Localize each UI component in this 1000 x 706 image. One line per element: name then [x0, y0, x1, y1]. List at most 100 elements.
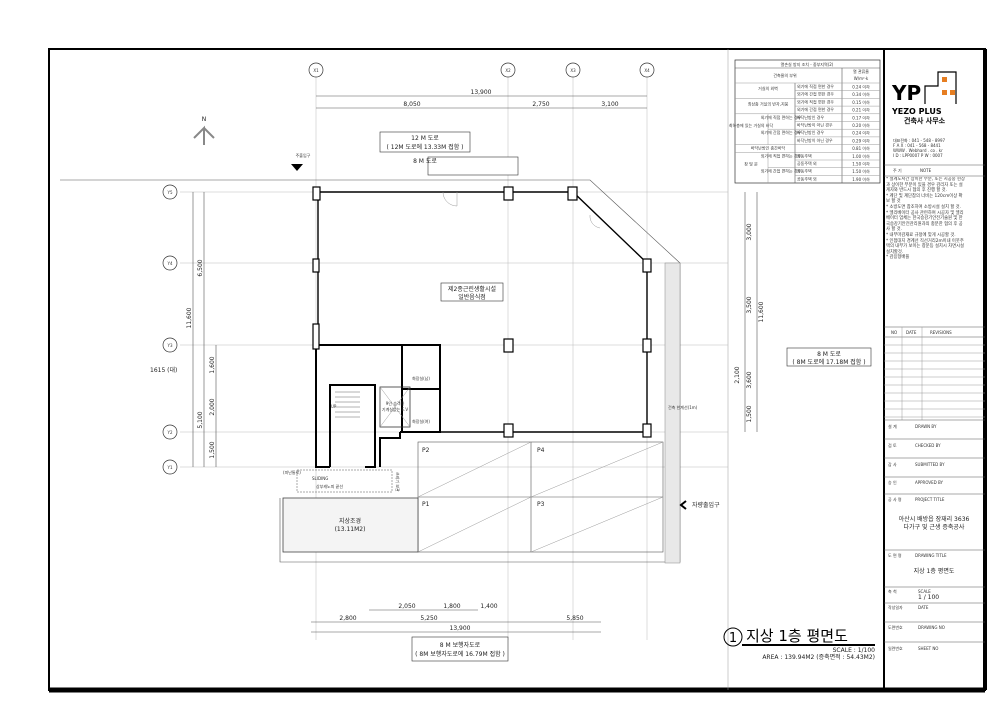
- svg-text:주 기: 주 기: [893, 167, 902, 173]
- svg-text:2,100: 2,100: [734, 366, 741, 383]
- table-condition-cell: 바닥난방이 아닌 경우: [797, 122, 833, 128]
- note-item: * 인접대지 경계선 직선거리2m이내 이웃주택의 내부가 보이는 창문등 설치…: [886, 238, 964, 255]
- table-condition-cell: 외기에 간접 면한 경우: [797, 106, 834, 112]
- insulation-table: 열손실 방지 조치 - 중부지역(2) 건축물의 부위 열 관류율 W/m²·k…: [729, 59, 881, 184]
- svg-text:승 인: 승 인: [888, 479, 897, 485]
- door-swing: [442, 191, 458, 207]
- road-label: 8 M 도로: [413, 158, 437, 165]
- company-name-kr: 건축사 사무소: [904, 116, 946, 125]
- road-right-label-box: [786, 347, 872, 367]
- table-condition-cell: 외기에 직접 면한 경우: [797, 98, 834, 104]
- room-use-label: 일반음식점: [458, 293, 486, 301]
- grid-bubble-y5: Y5: [162, 184, 178, 200]
- setback-label: 건축 한계선(1m): [668, 404, 698, 410]
- table-condition-cell: 바닥난방이 아닌 경우: [797, 137, 833, 143]
- door-swing: [589, 214, 601, 229]
- vehicle-entrance-arrow-icon: [679, 500, 687, 510]
- svg-text:5,850: 5,850: [566, 615, 583, 622]
- road-bottom-label-box: [411, 636, 509, 662]
- svg-text:1615 (대): 1615 (대): [150, 366, 177, 374]
- svg-text:3,000: 3,000: [746, 223, 753, 240]
- table-condition-cell: 공동주택: [797, 168, 812, 174]
- road-top-label-box: [379, 131, 471, 153]
- table-value-cell: 1.90 이하: [852, 176, 870, 182]
- table-value-cell: 0.17 이하: [852, 114, 870, 120]
- svg-text:3,500: 3,500: [746, 296, 753, 313]
- svg-text:2,750: 2,750: [532, 101, 549, 108]
- table-group-cell: 거실의 외벽: [758, 85, 778, 91]
- grid-label: X4: [644, 68, 650, 73]
- table-value-cell: 0.29 이하: [852, 137, 870, 143]
- svg-text:작성일자: 작성일자: [888, 604, 903, 610]
- grid-label: Y4: [167, 261, 173, 266]
- left-dimensions: 11,600 6,500 5,100 1,600 2,000 1,500 161…: [150, 192, 217, 467]
- svg-text:3,100: 3,100: [601, 101, 618, 108]
- svg-text:NO: NO: [891, 330, 897, 335]
- svg-text:일련번호: 일련번호: [888, 645, 903, 651]
- table-group-cell: 바닥난방인 층간바닥: [751, 145, 786, 151]
- company-logo: YP: [891, 81, 921, 105]
- drawing-title-value: 지상 1층 평면도: [914, 567, 955, 575]
- table-value-cell: 0.15 이하: [852, 99, 870, 105]
- svg-text:1,600: 1,600: [209, 356, 216, 373]
- top-dimensions: 13,900 8,050 2,750 3,100: [316, 89, 647, 109]
- parking-label: P2: [422, 447, 430, 454]
- svg-text:1,800: 1,800: [443, 603, 460, 610]
- elevator: [379, 386, 411, 428]
- table-value-cell: 1.00 이하: [852, 153, 870, 159]
- note-item: * 감응형배플: [886, 255, 910, 261]
- room-use-box: [440, 282, 504, 302]
- north-arrow-icon: N: [193, 116, 215, 145]
- table-condition-cell: 공동주택: [797, 152, 812, 158]
- grid-bubble-x2: X2: [500, 62, 516, 78]
- svg-text:11,600: 11,600: [186, 307, 193, 328]
- table-value-cell: 0.20 이하: [852, 122, 870, 128]
- svg-text:설 계: 설 계: [888, 423, 897, 429]
- table-condition-cell: 외기에 간접 면한 경우: [797, 91, 834, 97]
- svg-text:3,600: 3,600: [746, 371, 753, 388]
- columns: [312, 186, 652, 438]
- table-condition-cell: 외기에 직접 면한 경우: [797, 83, 834, 89]
- svg-text:DATE: DATE: [906, 330, 917, 335]
- grid-bubble-y3: Y3: [162, 337, 178, 353]
- svg-text:축 척: 축 척: [888, 588, 897, 594]
- main-entrance-label: 주출입구: [296, 152, 311, 158]
- stair-up-label: UP: [331, 404, 337, 409]
- svg-text:11,600: 11,600: [758, 301, 765, 322]
- parking-area: P2 P4 P1 P3: [417, 441, 664, 553]
- table-value-cell: 0.24 이하: [852, 84, 870, 90]
- note-item: * 설계도서간 상이한 부분, 또는 시공중 현장과 상이한 부분이 있을 경우…: [886, 177, 965, 194]
- svg-text:PROJECT TITLE: PROJECT TITLE: [915, 497, 945, 502]
- landscape-area: [282, 497, 419, 553]
- svg-text:1,500: 1,500: [746, 405, 753, 422]
- svg-text:W/m²·k: W/m²·k: [854, 76, 869, 81]
- svg-text:감 사: 감 사: [888, 461, 897, 467]
- bottom-dimensions: 2,050 1,800 1,400 2,800 5,250 5,850 13,9…: [311, 603, 601, 633]
- svg-text:DRAWING TITLE: DRAWING TITLE: [915, 553, 947, 558]
- svg-text:DATE: DATE: [918, 605, 929, 610]
- company-name-en: YEZO PLUS: [891, 107, 942, 116]
- svg-text:도면번호: 도면번호: [888, 624, 903, 630]
- svg-text:13,900: 13,900: [471, 89, 492, 96]
- project-title: 아산시 배방읍 장재리 3636: [899, 515, 970, 523]
- svg-text:DRAWN BY: DRAWN BY: [915, 424, 937, 429]
- svg-text:REVISIONS: REVISIONS: [930, 330, 952, 335]
- grid-label: X2: [505, 68, 511, 73]
- contact-phone: 대표전화 : 041 - 548 - 8997: [893, 137, 945, 143]
- contact-fax: F A X : 041 - 568 - 8441: [893, 143, 941, 148]
- svg-text:1,500: 1,500: [209, 441, 216, 458]
- table-value-cell: 0.81 이하: [852, 145, 870, 151]
- road-label: ( 8M 도로에 17.18M 접함 ): [792, 358, 865, 366]
- table-value-cell: 1.50 이하: [852, 161, 870, 167]
- title-block: YP YEZO PLUS 건축사 사무소 대표전화 : 041 - 548 - …: [884, 71, 985, 651]
- logo-building-icon: [924, 71, 957, 104]
- table-condition-cell: 공동주택 외: [797, 175, 817, 181]
- svg-text:2,050: 2,050: [398, 603, 415, 610]
- table-value-cell: 0.21 이하: [852, 107, 870, 113]
- side-label: 쓰레기 보관: [395, 472, 401, 492]
- elevator-label: 9인 승객용: [386, 400, 405, 406]
- road-label: 8 M 보행자도로: [440, 641, 481, 649]
- note-item: * 엘리베이터 공사 관련하여 시공자 및 엘리베이터 업체는 한국승강기안전기…: [886, 210, 964, 233]
- svg-text:1,400: 1,400: [480, 603, 497, 610]
